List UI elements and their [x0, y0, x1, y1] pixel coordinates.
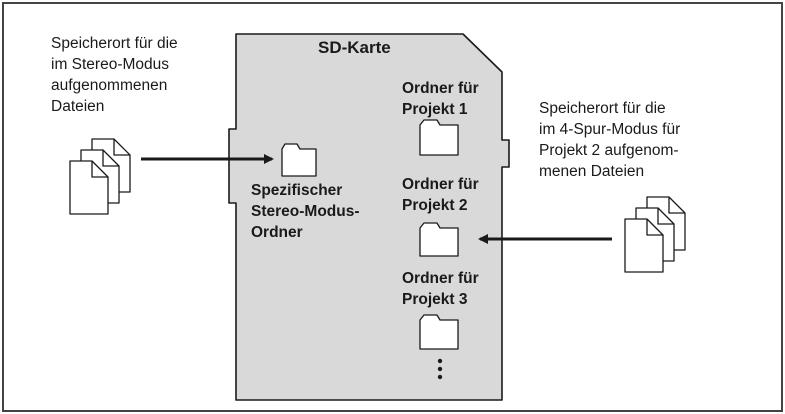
more-folders-ellipsis-icon: [437, 358, 443, 380]
sd-card-title: SD-Karte: [318, 38, 391, 57]
left-caption: Speicherort für die im Stereo-Modus aufg…: [51, 33, 178, 117]
project2-folder-label: Ordner für Projekt 2: [402, 174, 479, 216]
stereo-folder-label-line: Stereo-Modus-: [251, 203, 360, 220]
folder-icon: [419, 314, 459, 350]
project3-folder-label: Ordner für Projekt 3: [402, 268, 479, 310]
right-caption-line: im 4-Spur-Modus für: [539, 121, 681, 138]
document-stack-right-icon: [624, 196, 686, 273]
project3-folder-label-line: Projekt 3: [402, 291, 468, 308]
folder-icon: [419, 119, 459, 156]
project3-folder-label-line: Ordner für: [402, 270, 479, 287]
right-caption-line: Speicherort für die: [539, 100, 666, 117]
left-caption-line: im Stereo-Modus: [51, 56, 170, 73]
stereo-folder-label-line: Spezifischer: [251, 182, 343, 199]
folder-icon: [281, 143, 317, 177]
left-caption-line: Speicherort für die: [51, 35, 178, 52]
left-caption-line: Dateien: [51, 98, 105, 115]
stereo-folder-label: Spezifischer Stereo-Modus- Ordner: [251, 180, 360, 243]
right-caption-line: Projekt 2 aufgenom-: [539, 142, 679, 159]
project2-folder-label-line: Ordner für: [402, 176, 479, 193]
right-caption: Speicherort für die im 4-Spur-Modus für …: [539, 98, 680, 182]
project1-folder-label: Ordner für Projekt 1: [402, 78, 479, 120]
folder-icon: [419, 222, 459, 257]
project2-folder-label-line: Projekt 2: [402, 197, 468, 214]
right-caption-line: menen Dateien: [539, 163, 645, 180]
stereo-folder-label-line: Ordner: [251, 224, 303, 241]
document-stack-left-icon: [69, 138, 131, 215]
left-caption-line: aufgenommenen: [51, 77, 168, 94]
project1-folder-label-line: Ordner für: [402, 80, 479, 97]
project1-folder-label-line: Projekt 1: [402, 101, 468, 118]
